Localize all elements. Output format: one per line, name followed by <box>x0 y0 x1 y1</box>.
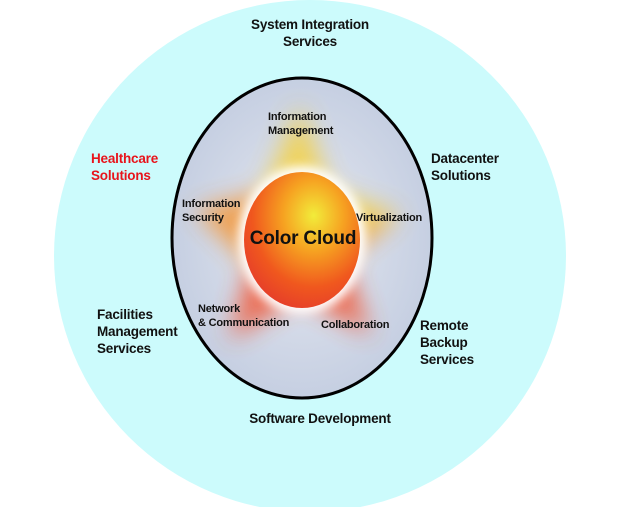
inner-item-collaboration: Collaboration <box>321 319 390 331</box>
outer-item-system-integration: System Integration Services <box>251 17 369 49</box>
outer-item-software-development: Software Development <box>249 411 391 426</box>
center-label: Color Cloud <box>249 228 357 249</box>
inner-item-virtualization: Virtualization <box>356 212 423 224</box>
outer-item-facilities-management: Facilities Management Services <box>97 307 178 356</box>
inner-item-information-security: Information Security <box>182 198 241 224</box>
outer-item-datacenter-solutions: Datacenter Solutions <box>431 151 499 183</box>
outer-item-remote-backup: Remote Backup Services <box>420 318 474 367</box>
core-circle <box>244 172 360 308</box>
inner-item-information-management: Information Management <box>268 111 334 137</box>
outer-item-healthcare-solutions: Healthcare Solutions <box>91 151 159 183</box>
inner-item-network-communication: Network & Communication <box>198 303 290 329</box>
